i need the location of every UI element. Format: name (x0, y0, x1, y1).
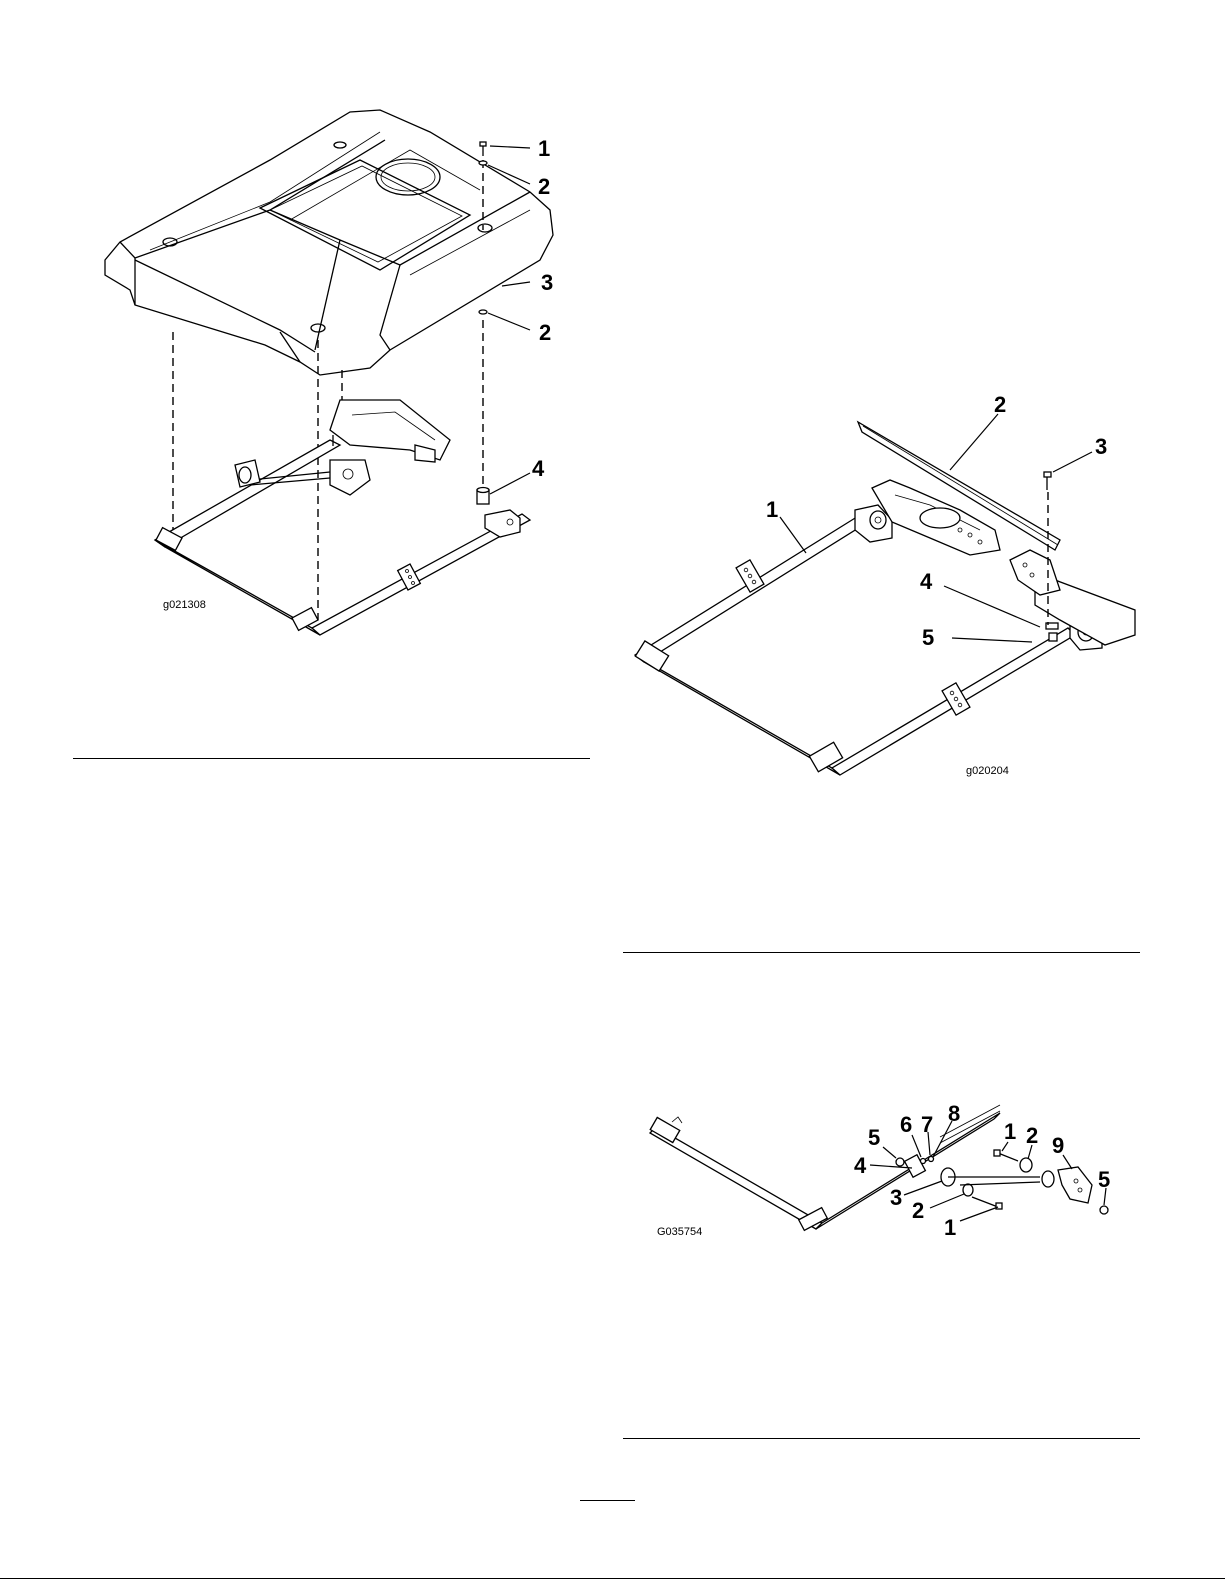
callout-number: 5 (922, 625, 934, 650)
callout-number: 9 (1052, 1133, 1064, 1158)
callout-number: 4 (920, 569, 933, 594)
bolt-part (480, 142, 486, 156)
callout-leader (950, 414, 998, 470)
nut-part (1049, 633, 1057, 641)
callout-number: 1 (944, 1215, 956, 1240)
callout-leader (933, 1121, 952, 1157)
callout-leader (490, 473, 530, 494)
callout-number: 2 (538, 174, 550, 199)
bracket-part (1058, 1167, 1092, 1203)
callout-number: 5 (868, 1125, 880, 1150)
callout-leader (1063, 1155, 1072, 1169)
cover-assembly-illustration: 1 2 3 2 4 g021308 (90, 100, 590, 660)
callout-leader (780, 517, 806, 553)
page-number-rule (580, 1500, 635, 1501)
callout-leader (870, 1165, 912, 1168)
figure-id: g021308 (163, 599, 206, 611)
callout-number: 4 (854, 1153, 867, 1178)
washer-part (479, 310, 487, 314)
callout-number: 2 (539, 320, 551, 345)
callout-leader (960, 1207, 998, 1221)
frame-assembly-illustration: 1 2 3 4 5 g020204 (630, 380, 1150, 790)
linkage-assembly-illustration: 1 2 3 4 5 6 7 8 1 2 9 5 G035754 (640, 1095, 1140, 1250)
callout-leader (1053, 452, 1092, 472)
callout-leader (944, 586, 1040, 627)
bushing-part (1042, 1171, 1054, 1187)
callout-number: 3 (890, 1185, 902, 1210)
washer-part (479, 161, 487, 165)
callout-number: 5 (1098, 1167, 1110, 1192)
callout-leader (883, 1147, 896, 1158)
figure-linkage-assembly: 1 2 3 4 5 6 7 8 1 2 9 5 G035754 (640, 1095, 1140, 1250)
section-divider (623, 1438, 1140, 1439)
callout-number: 3 (1095, 434, 1107, 459)
washer-part (1020, 1158, 1032, 1172)
bolt-part (994, 1150, 1018, 1161)
cover-shell (105, 110, 553, 375)
washer-part (921, 1159, 926, 1164)
figure-cover-assembly: 1 2 3 2 4 g021308 (90, 100, 590, 660)
seat-frame (635, 480, 1135, 775)
callout-number: 7 (921, 1112, 933, 1137)
callout-number: 3 (541, 270, 553, 295)
callout-leader (502, 282, 530, 286)
figure-id: G035754 (657, 1226, 702, 1238)
section-divider (623, 952, 1140, 953)
footer-rule (0, 1578, 1225, 1579)
figure-frame-assembly: 1 2 3 4 5 g020204 (630, 380, 1150, 790)
callout-number: 2 (1026, 1123, 1038, 1148)
nut-part (1100, 1206, 1108, 1214)
callout-number: 2 (912, 1198, 924, 1223)
callout-leader (490, 146, 530, 148)
nut-part (896, 1158, 904, 1166)
callout-number: 2 (994, 392, 1006, 417)
callout-leader (904, 1181, 942, 1195)
callout-number: 1 (766, 497, 778, 522)
callout-leader (952, 638, 1032, 642)
spacer-part (477, 488, 489, 505)
figure-id: g020204 (966, 765, 1009, 777)
callout-number: 4 (532, 456, 545, 481)
callout-number: 6 (900, 1112, 912, 1137)
washer-part (929, 1157, 934, 1162)
section-divider (73, 758, 590, 759)
seat-frame (155, 400, 530, 635)
callout-leader (912, 1135, 921, 1157)
bolt-part (1044, 472, 1051, 490)
callout-number: 8 (948, 1101, 960, 1126)
callout-leader (488, 313, 530, 330)
callout-number: 1 (538, 136, 550, 161)
callout-leader (930, 1194, 964, 1208)
callout-number: 1 (1004, 1119, 1016, 1144)
